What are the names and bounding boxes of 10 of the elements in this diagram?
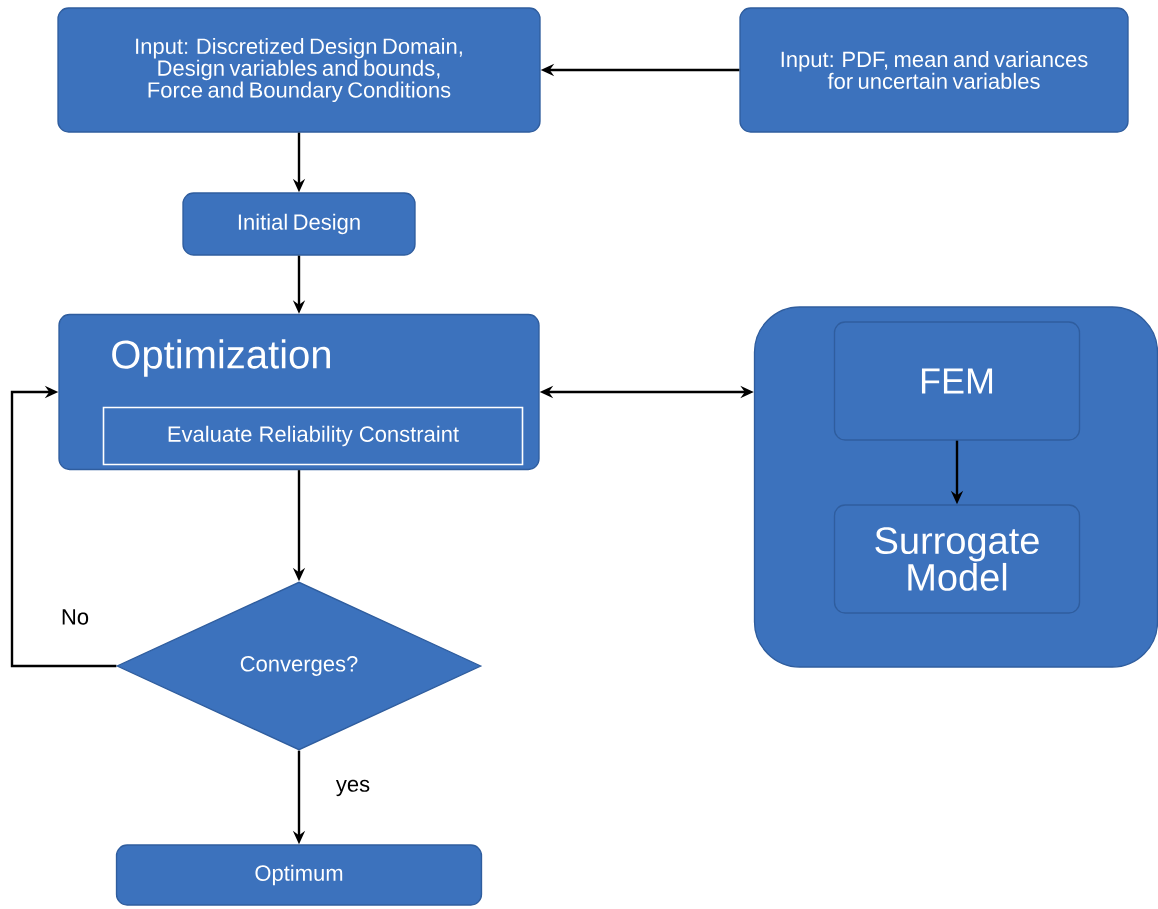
process-box: Surrogate Model <box>833 504 1081 614</box>
process-box: Initial Design <box>182 192 416 256</box>
process-box: Input: Discretized Design Domain, Design variables and bounds, Force and Boundary Conditions <box>57 7 541 133</box>
edge-label: yes <box>335 779 370 797</box>
process-box: Optimum <box>115 844 483 906</box>
process-box: Input: PDF, mean and variances for uncertain variables <box>739 7 1129 133</box>
process-box: FEM <box>833 321 1081 441</box>
arrow <box>10 385 117 668</box>
edge-label: No <box>62 609 89 625</box>
process-box: Evaluate Reliability Constraint <box>102 406 524 466</box>
